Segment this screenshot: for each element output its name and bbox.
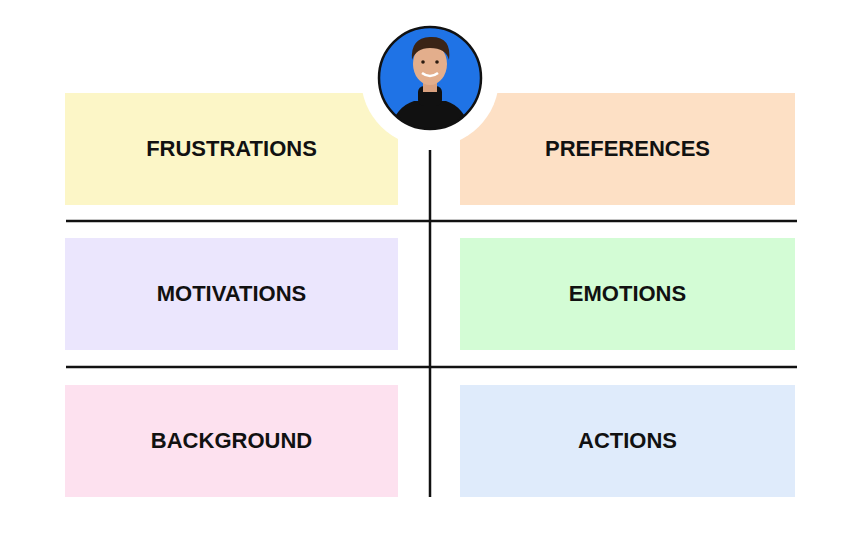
- box-label: BACKGROUND: [151, 428, 312, 454]
- persona-box: BACKGROUND: [65, 385, 398, 497]
- persona-box: PREFERENCES: [460, 93, 795, 205]
- box-label: FRUSTRATIONS: [146, 136, 317, 162]
- persona-box: ACTIONS: [460, 385, 795, 497]
- persona-box: EMOTIONS: [460, 238, 795, 350]
- avatar-border: [379, 27, 481, 129]
- box-label: ACTIONS: [578, 428, 677, 454]
- divider-line: [66, 366, 797, 369]
- avatar-ring: [361, 9, 499, 147]
- divider-line: [429, 150, 432, 497]
- box-label: MOTIVATIONS: [157, 281, 307, 307]
- persona-box: MOTIVATIONS: [65, 238, 398, 350]
- avatar-background: [379, 27, 481, 129]
- avatar-person: [388, 37, 472, 140]
- divider-line: [66, 220, 797, 223]
- persona-box: FRUSTRATIONS: [65, 93, 398, 205]
- box-label: EMOTIONS: [569, 281, 686, 307]
- box-label: PREFERENCES: [545, 136, 710, 162]
